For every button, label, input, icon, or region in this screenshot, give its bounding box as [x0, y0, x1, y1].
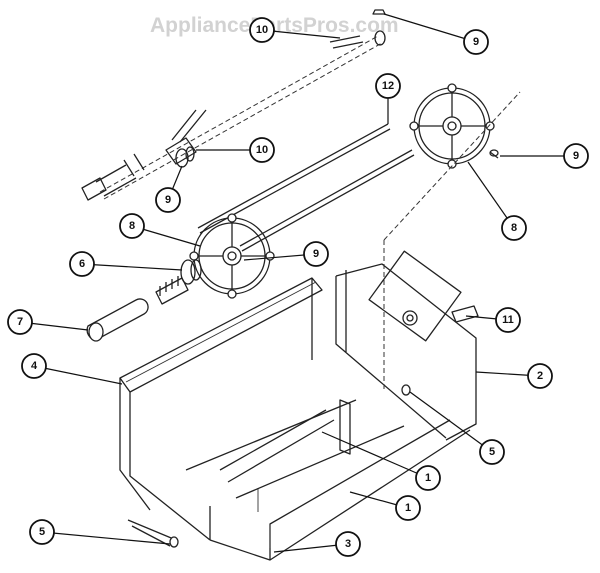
- upper-spit-assembly: [81, 9, 386, 201]
- callout-label: 1: [405, 502, 411, 514]
- callout-label: 5: [489, 446, 495, 458]
- callout-9-right: 9: [500, 143, 589, 169]
- callout-9-mid: 9: [243, 241, 329, 267]
- callout-label: 8: [129, 220, 135, 232]
- callout-2: 2: [475, 363, 553, 389]
- spit-fork-wheel-right: [409, 83, 499, 169]
- frame-right: [335, 91, 521, 441]
- spit-handle-assembly: [86, 259, 202, 342]
- callout-9-top: 9: [383, 13, 489, 55]
- callout-label: 1: [425, 472, 431, 484]
- callout-label: 9: [165, 194, 171, 206]
- callout-3: 3: [273, 531, 361, 557]
- callout-label: 12: [382, 80, 394, 92]
- callout-label: 2: [537, 370, 543, 382]
- callout-1-upper: 1: [321, 431, 441, 491]
- callout-11: 11: [465, 307, 521, 333]
- frame-left: [119, 277, 323, 541]
- skewer-rod: [197, 123, 415, 252]
- callout-label: 11: [502, 314, 514, 326]
- callout-label: 6: [79, 258, 85, 270]
- callout-8-right: 8: [467, 161, 527, 241]
- support-rods: [127, 399, 405, 548]
- callout-label: 5: [39, 526, 45, 538]
- callout-label: 4: [31, 360, 38, 372]
- callout-label: 8: [511, 222, 517, 234]
- callout-6: 6: [69, 251, 183, 277]
- callout-1-lower: 1: [349, 491, 421, 521]
- callout-7: 7: [7, 309, 89, 335]
- callout-label: 10: [256, 24, 268, 36]
- callout-8-left: 8: [119, 213, 201, 247]
- callout-5-left: 5: [29, 519, 171, 545]
- callout-label: 3: [345, 538, 351, 550]
- callout-label: 7: [17, 316, 23, 328]
- callout-label: 9: [313, 248, 319, 260]
- base-tray: [209, 399, 471, 561]
- callout-4: 4: [21, 353, 123, 385]
- callout-5-right: 5: [409, 391, 505, 465]
- watermark: AppliancePartsPros.com: [150, 14, 399, 37]
- callout-10-mid: 10: [196, 137, 275, 163]
- callout-label: 9: [473, 36, 479, 48]
- callout-10-top: 10: [249, 17, 341, 43]
- spit-fork-wheel-left: [189, 213, 275, 299]
- callout-label: 9: [573, 150, 579, 162]
- callout-9-left-top: 9: [155, 165, 183, 213]
- callout-label: 10: [256, 144, 268, 156]
- callout-12: 12: [375, 73, 401, 124]
